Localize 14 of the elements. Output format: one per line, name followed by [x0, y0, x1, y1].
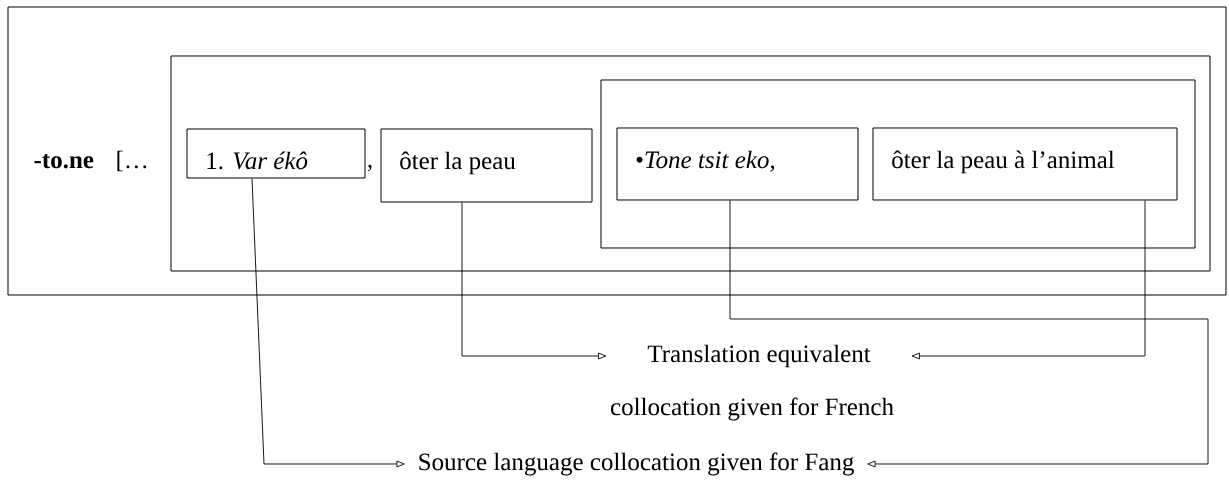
caption-text: collocation given for French	[611, 397, 894, 421]
text-box: ôter la peau à l’animal	[872, 127, 1178, 201]
text-box: ôter la peau	[380, 128, 593, 203]
text-box: 1. Var ékô	[186, 128, 366, 179]
group-box	[600, 79, 1196, 249]
caption-text: Translation equivalent	[647, 344, 871, 368]
group-box	[170, 55, 1211, 272]
arrow	[461, 202, 607, 360]
text-box: •Tone tsit eko,	[616, 127, 859, 201]
arrow	[911, 200, 1146, 360]
arrow	[251, 178, 405, 468]
caption-text: Source language collocation given for Fang	[419, 452, 854, 476]
arrow	[729, 200, 1209, 468]
comma: ,	[367, 164, 372, 172]
